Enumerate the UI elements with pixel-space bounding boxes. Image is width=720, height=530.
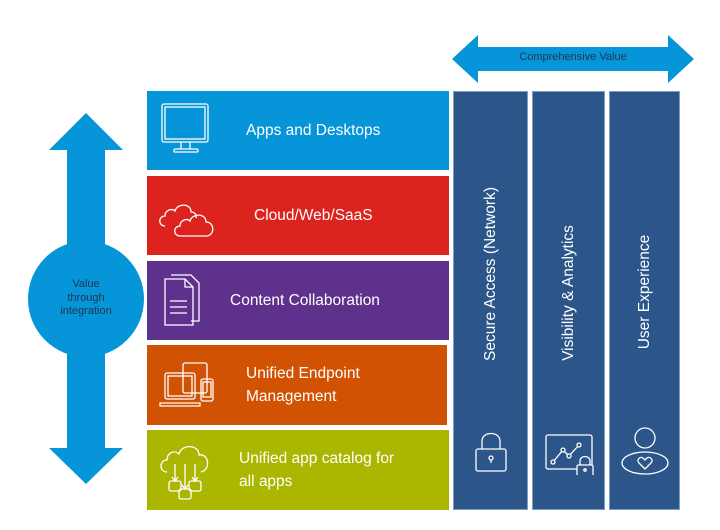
double-arrow-vertical-icon [28,113,144,484]
pillar-label: Visibility & Analytics [559,225,577,361]
documents-icon [157,269,219,331]
pillar-user-experience: User Experience [609,91,680,510]
layer-unified-app-catalog: Unified app catalog for all apps [147,430,449,510]
comprehensive-value-arrow: Comprehensive Value [450,34,696,84]
cloud-catalog-icon [157,438,219,500]
pillar-visibility-analytics: Visibility & Analytics [532,91,605,510]
layer-label: Cloud/Web/SaaS [254,207,373,224]
analytics-lock-icon [544,425,594,475]
layer-content-collaboration: Content Collaboration [147,261,449,340]
value-through-integration-arrow: Value through integration [26,112,146,486]
layer-cloud-web-saas: Cloud/Web/SaaS [147,176,449,255]
double-arrow-horizontal-icon [452,35,694,83]
comprehensive-value-label: Comprehensive Value [519,51,627,63]
layer-unified-endpoint-management: Unified Endpoint Management [147,345,447,425]
user-heart-icon [620,425,670,475]
layer-label: Unified Endpoint Management [246,365,360,405]
value-through-integration-label: Value through integration [60,278,112,317]
clouds-icon [157,184,219,246]
layer-label: Apps and Desktops [246,122,381,139]
layer-label: Content Collaboration [230,292,380,309]
monitor-icon [157,99,219,161]
layer-label: Unified app catalog for all apps [239,450,395,490]
pillar-label: User Experience [635,234,653,350]
devices-icon [157,353,219,415]
pillar-secure-access: Secure Access (Network) [453,91,528,510]
pillar-label: Secure Access (Network) [481,187,499,361]
padlock-icon [466,425,516,475]
layer-apps-desktops: Apps and Desktops [147,91,449,170]
